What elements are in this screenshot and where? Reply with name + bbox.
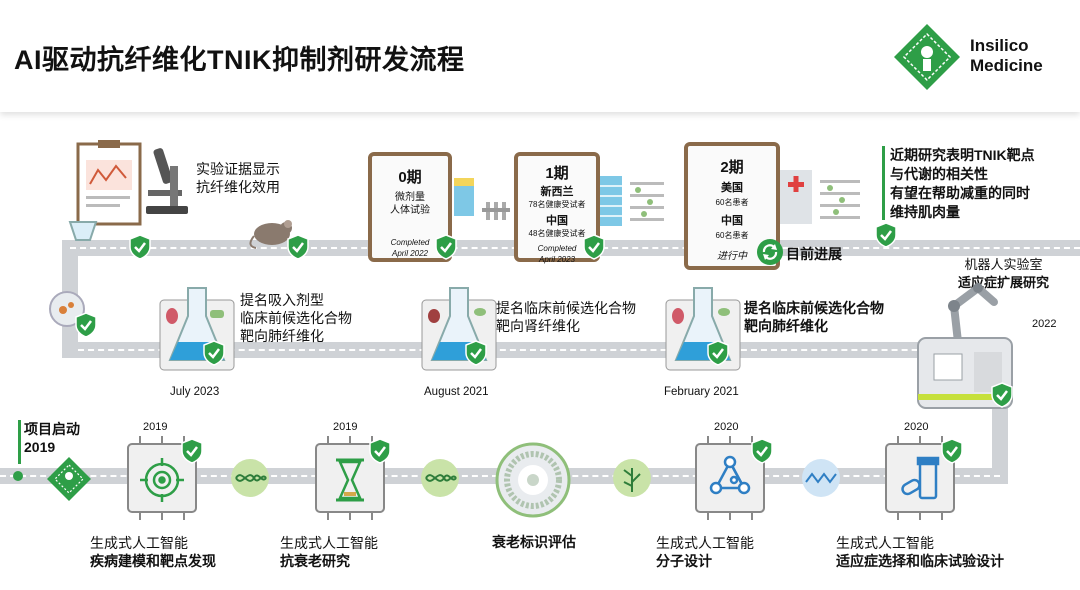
check-shield-icon (368, 438, 392, 464)
evidence-clipboard-icon (68, 140, 142, 241)
date-label: July 2023 (170, 386, 220, 398)
dna-strand-icon (231, 459, 269, 497)
mouse-icon (249, 220, 292, 249)
flask-inhaler-icon (159, 287, 235, 371)
check-shield-icon (750, 438, 774, 464)
check-shield-icon (940, 438, 964, 464)
molecule-icon (709, 455, 751, 495)
page-title: AI驱动抗纤维化TNIK抑制剂研发流程 (14, 45, 465, 75)
target-icon (140, 458, 184, 502)
insilico-logo-icon (894, 24, 960, 90)
check-shield-icon (874, 222, 898, 248)
label-molecule-design: 生成式人工智能分子设计 (656, 535, 754, 569)
road-marking-middle (78, 349, 998, 351)
label-experimental-evidence: 实验证据显示抗纤维化效用 (196, 161, 280, 195)
lab-equipment-icon (600, 176, 664, 226)
start-dot (13, 471, 23, 481)
robot-lab-icon (917, 282, 1013, 409)
refresh-icon (757, 239, 783, 265)
check-shield-icon (706, 340, 730, 366)
label-inhaled-candidate: 提名吸入剂型临床前候选化合物靶向肺纤维化 (240, 292, 352, 344)
label-recent-findings: 近期研究表明TNIK靶点与代谢的相关性有望在帮助减重的同时维持肌肉量 (890, 147, 1035, 220)
flask-kidney-icon (421, 287, 497, 371)
label-disease-modeling: 生成式人工智能疾病建模和靶点发现 (90, 535, 216, 569)
year-label: 2019 (333, 421, 358, 433)
check-shield-icon (180, 438, 204, 464)
check-shield-icon (434, 234, 458, 260)
flask-lung-icon (665, 287, 741, 371)
dna-strand-icon (421, 459, 459, 497)
recent-marker-line (882, 146, 885, 220)
label-aging-markers: 衰老标识评估 (492, 534, 576, 550)
year-label: 2022 (1032, 318, 1057, 330)
check-shield-icon (286, 234, 310, 260)
chip-molecule-design (695, 436, 765, 520)
plant-icon (613, 459, 651, 497)
check-shield-icon (464, 340, 488, 366)
check-shield-icon (582, 234, 606, 260)
test-tubes-icon (454, 178, 510, 220)
microscope-icon (146, 148, 188, 214)
check-shield-icon (202, 340, 226, 366)
check-shield-icon (74, 312, 98, 338)
date-label: August 2021 (424, 386, 489, 398)
chip-disease-modeling (127, 436, 197, 520)
check-shield-icon (990, 382, 1014, 408)
year-label: 2020 (714, 421, 739, 433)
label-indication-selection: 生成式人工智能适应症选择和临床试验设计 (836, 535, 1004, 569)
chip-indication-selection (885, 436, 955, 520)
phase2-board: 2期 美国 60名患者 中国 60名患者 进行中 (684, 142, 780, 270)
label-current-progress: 目前进展 (786, 246, 842, 262)
check-shield-icon (128, 234, 152, 260)
label-anti-aging: 生成式人工智能抗衰老研究 (280, 535, 378, 569)
hourglass-icon (336, 458, 364, 502)
aging-clock-icon (495, 442, 571, 518)
pill-bottle-icon (901, 456, 940, 500)
compound-icon (802, 459, 840, 497)
year-label: 2020 (904, 421, 929, 433)
road-right-connector (992, 408, 1008, 484)
start-logo-icon (47, 457, 91, 501)
label-kidney-candidate: 提名临床前候选化合物靶向肾纤维化 (496, 300, 636, 334)
date-label: February 2021 (664, 386, 739, 398)
label-lung-candidate: 提名临床前候选化合物靶向肺纤维化 (744, 300, 884, 334)
chip-anti-aging (315, 436, 385, 520)
year-label: 2019 (143, 421, 168, 433)
start-marker-line (18, 420, 21, 464)
hospital-icon (780, 170, 860, 224)
